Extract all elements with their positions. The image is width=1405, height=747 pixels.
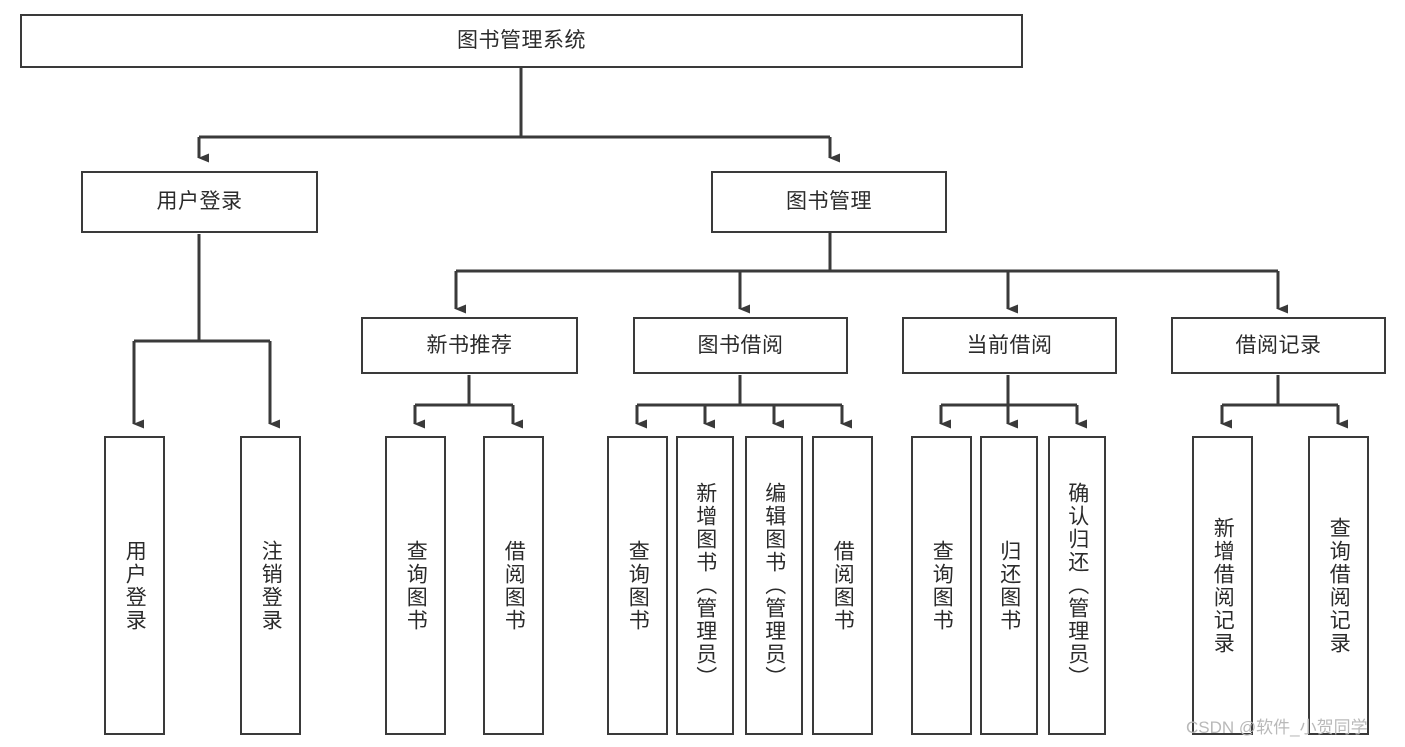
leaf-book-borrow-edit-book-admin[interactable]: 编辑图书（管理员） xyxy=(745,436,803,735)
node-label: 借阅记录 xyxy=(1235,333,1322,357)
node-root-book-management-system[interactable]: 图书管理系统 xyxy=(20,14,1023,68)
csdn-watermark: CSDN @软件_小贺同学 xyxy=(1186,718,1368,737)
leaf-book-borrow-query-book[interactable]: 查询图书 xyxy=(607,436,668,735)
leaf-new-book-borrow-book[interactable]: 借阅图书 xyxy=(483,436,544,735)
node-label: 借阅图书 xyxy=(831,539,855,632)
node-label: 当前借阅 xyxy=(966,333,1053,357)
node-book-borrow[interactable]: 图书借阅 xyxy=(633,317,848,374)
node-label: 查询借阅记录 xyxy=(1327,516,1351,655)
leaf-current-borrow-return-book[interactable]: 归还图书 xyxy=(980,436,1038,735)
node-label: 查询图书 xyxy=(930,539,954,632)
node-label: 用户登录 xyxy=(156,190,243,214)
leaf-user-login-logout[interactable]: 注销登录 xyxy=(240,436,301,735)
node-label: 确认归还（管理员） xyxy=(1065,482,1089,689)
node-new-book-recommend[interactable]: 新书推荐 xyxy=(361,317,578,374)
leaf-new-book-query-book[interactable]: 查询图书 xyxy=(385,436,446,735)
leaf-book-borrow-borrow-book[interactable]: 借阅图书 xyxy=(812,436,873,735)
node-label: 新增借阅记录 xyxy=(1211,516,1235,655)
node-label: 查询图书 xyxy=(626,539,650,632)
node-label: 图书借阅 xyxy=(697,333,784,357)
node-label: 编辑图书（管理员） xyxy=(762,482,786,689)
node-label: 新增图书（管理员） xyxy=(693,482,717,689)
leaf-borrow-record-add-record[interactable]: 新增借阅记录 xyxy=(1192,436,1253,735)
leaf-current-borrow-query-book[interactable]: 查询图书 xyxy=(911,436,972,735)
node-label: 新书推荐 xyxy=(426,333,513,357)
node-label: 查询图书 xyxy=(404,539,428,632)
node-user-login[interactable]: 用户登录 xyxy=(81,171,318,233)
node-borrow-record[interactable]: 借阅记录 xyxy=(1171,317,1386,374)
node-label: 借阅图书 xyxy=(502,539,526,632)
node-label: 注销登录 xyxy=(259,539,283,632)
leaf-borrow-record-query-record[interactable]: 查询借阅记录 xyxy=(1308,436,1369,735)
node-label: 图书管理系统 xyxy=(457,29,586,53)
node-current-borrow[interactable]: 当前借阅 xyxy=(902,317,1117,374)
node-book-management[interactable]: 图书管理 xyxy=(711,171,947,233)
node-label: 归还图书 xyxy=(997,539,1021,632)
leaf-book-borrow-add-book-admin[interactable]: 新增图书（管理员） xyxy=(676,436,734,735)
leaf-user-login-login[interactable]: 用户登录 xyxy=(104,436,165,735)
leaf-current-borrow-confirm-return-admin[interactable]: 确认归还（管理员） xyxy=(1048,436,1106,735)
node-label: 图书管理 xyxy=(786,190,872,214)
node-label: 用户登录 xyxy=(123,539,147,632)
